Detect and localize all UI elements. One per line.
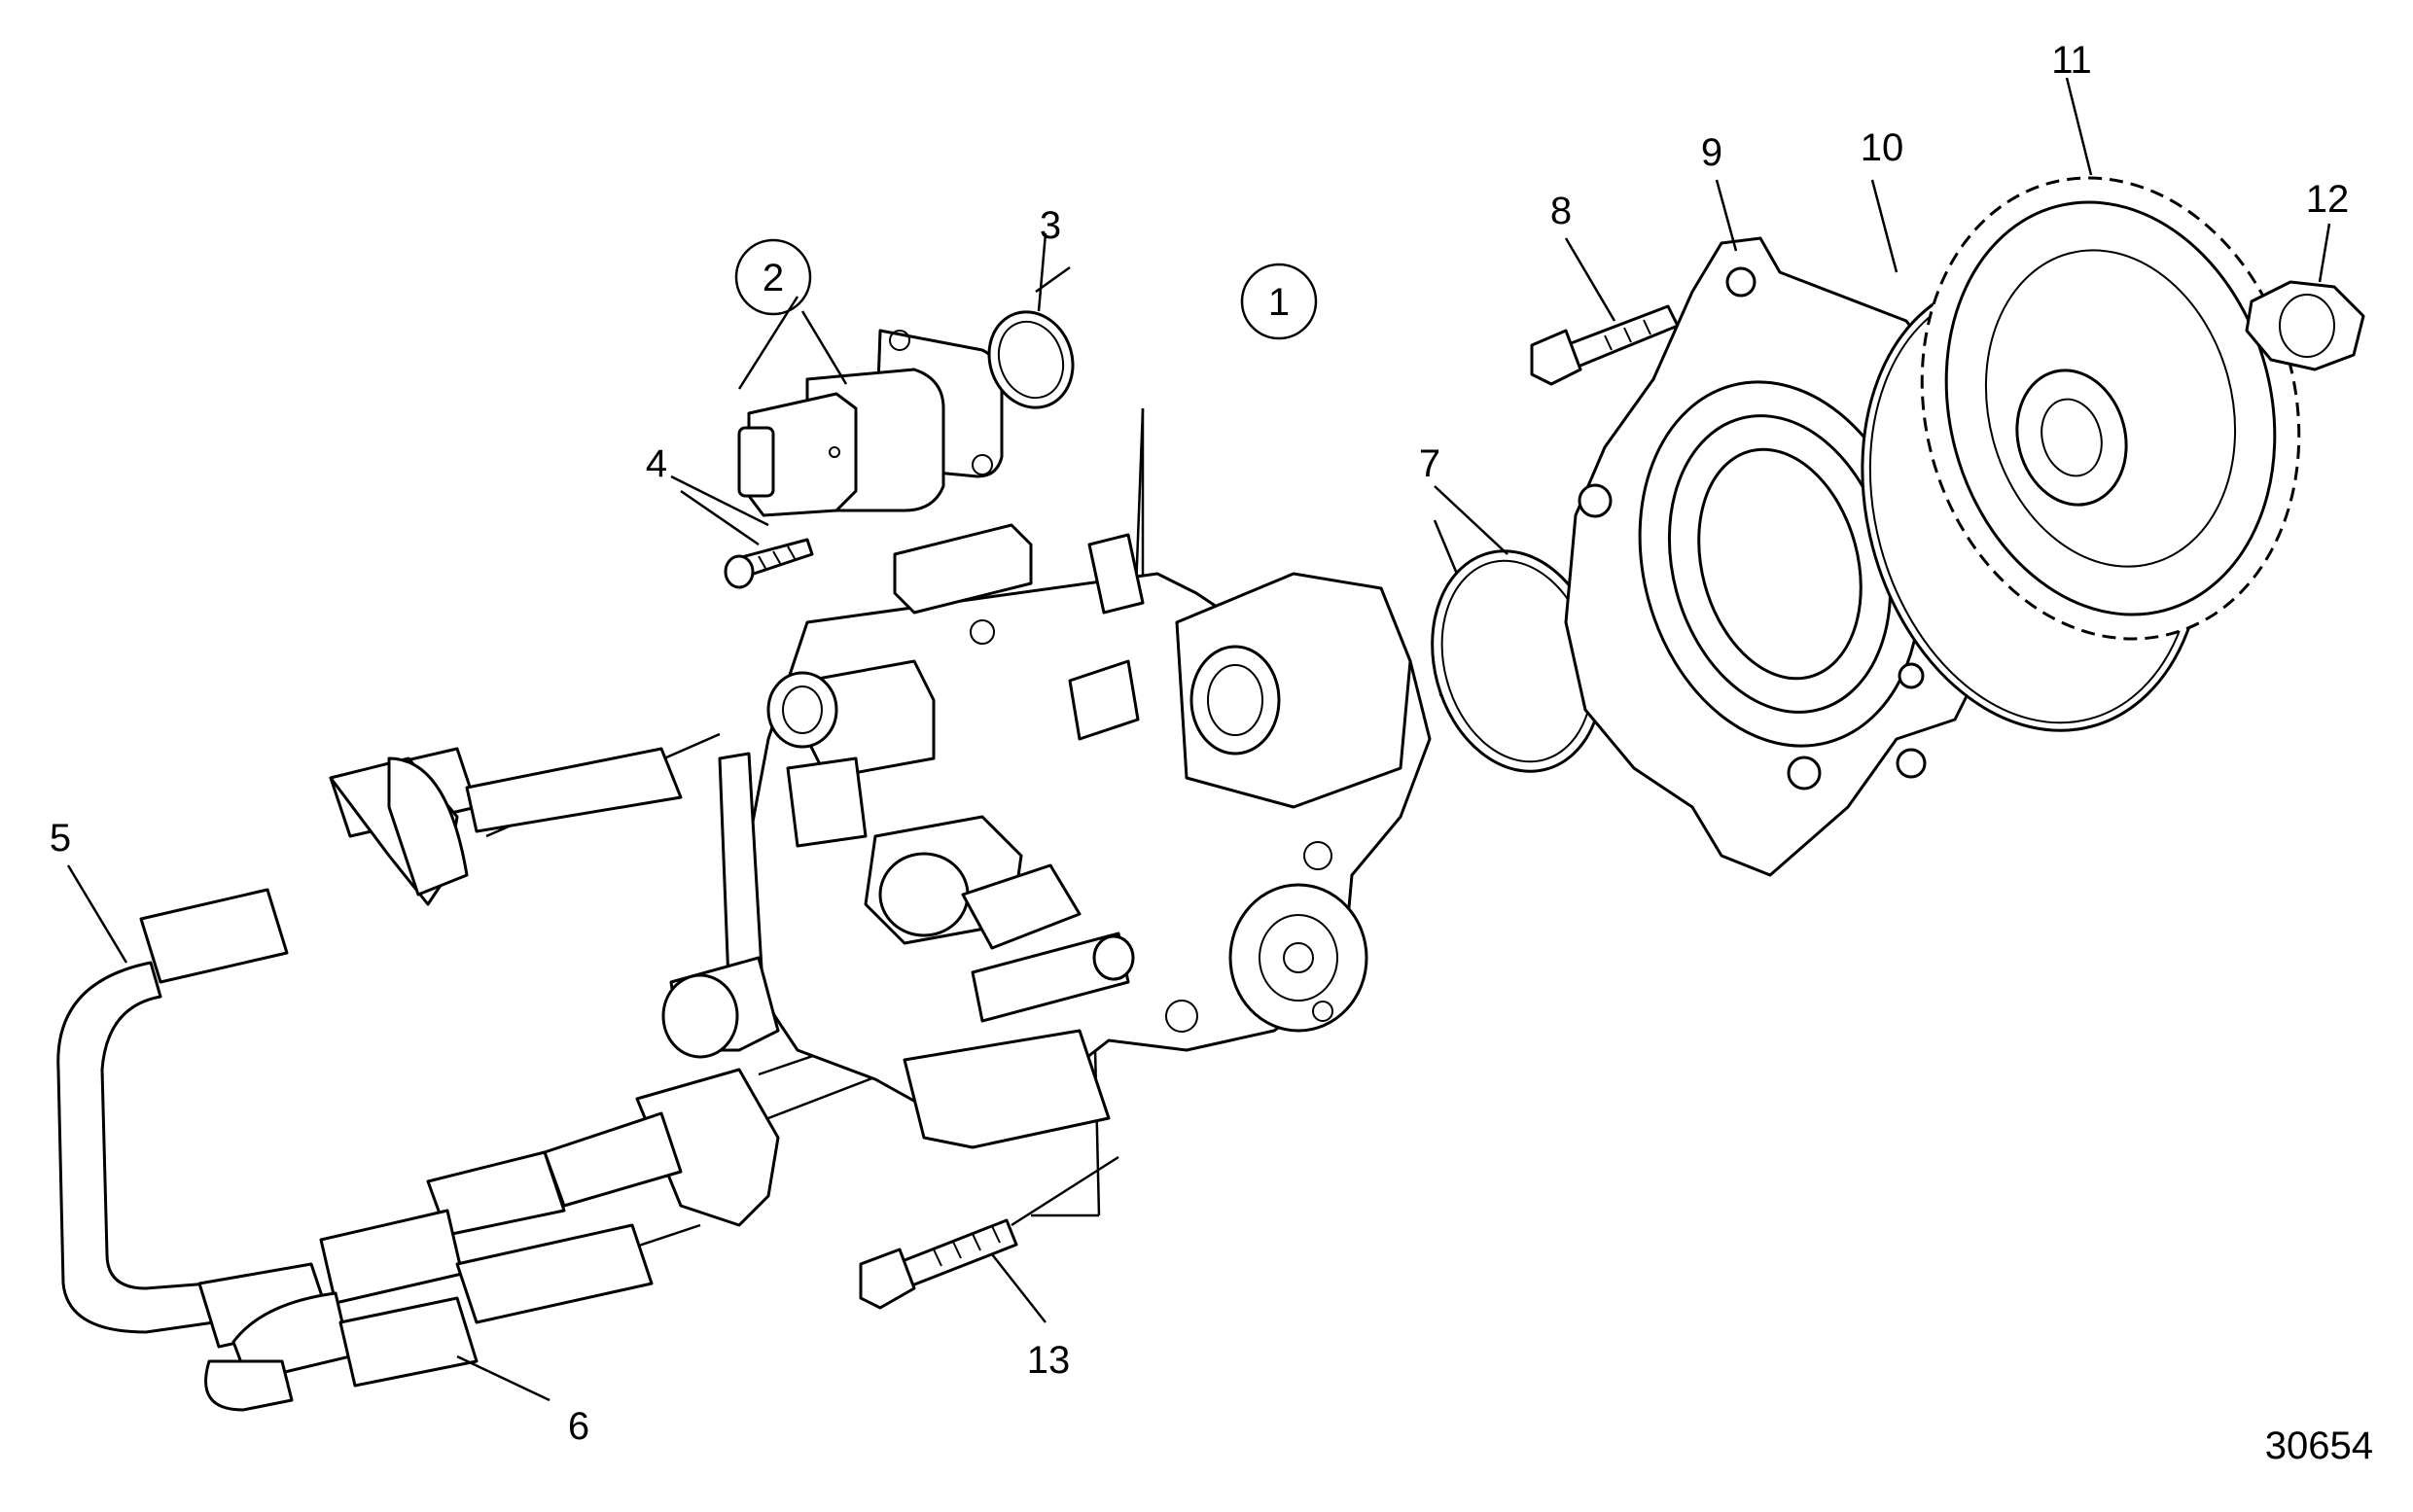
- o-ring-part-3: [987, 310, 1075, 409]
- callout-leaders: [66, 77, 2331, 1402]
- callout-1: 1: [1268, 281, 1290, 324]
- callout-11: 11: [2051, 39, 2092, 82]
- callout-2: 2: [763, 257, 784, 299]
- callout-labels: 1 2 3 4 5 6 7 8 9 10 11 12 13: [50, 39, 2349, 1448]
- callout-8: 8: [1550, 190, 1572, 232]
- callout-13: 13: [1027, 1339, 1071, 1382]
- nut-part-12: [2245, 280, 2365, 371]
- drive-gear-part-11: [1920, 176, 2301, 641]
- screw-part-4: [724, 538, 814, 589]
- callout-4: 4: [646, 442, 667, 485]
- callout-circle-1: [1240, 263, 1318, 340]
- callout-10: 10: [1861, 126, 1904, 169]
- fuel-pump-part-1: [661, 523, 1432, 1149]
- sensor-part-2: [737, 329, 1004, 517]
- callout-9: 9: [1701, 131, 1722, 174]
- figure-reference-number: 30654: [2265, 1424, 2373, 1467]
- callout-6: 6: [568, 1405, 589, 1448]
- fuel-pipe-part-6: [204, 1068, 780, 1412]
- callout-5: 5: [50, 817, 71, 860]
- fuel-pipe-part-5: [56, 747, 683, 1349]
- callout-3: 3: [1040, 204, 1061, 247]
- callout-circle-2: [734, 238, 812, 316]
- callout-7: 7: [1419, 442, 1440, 485]
- bolt-part-13: [859, 1218, 1018, 1310]
- callout-12: 12: [2306, 178, 2350, 221]
